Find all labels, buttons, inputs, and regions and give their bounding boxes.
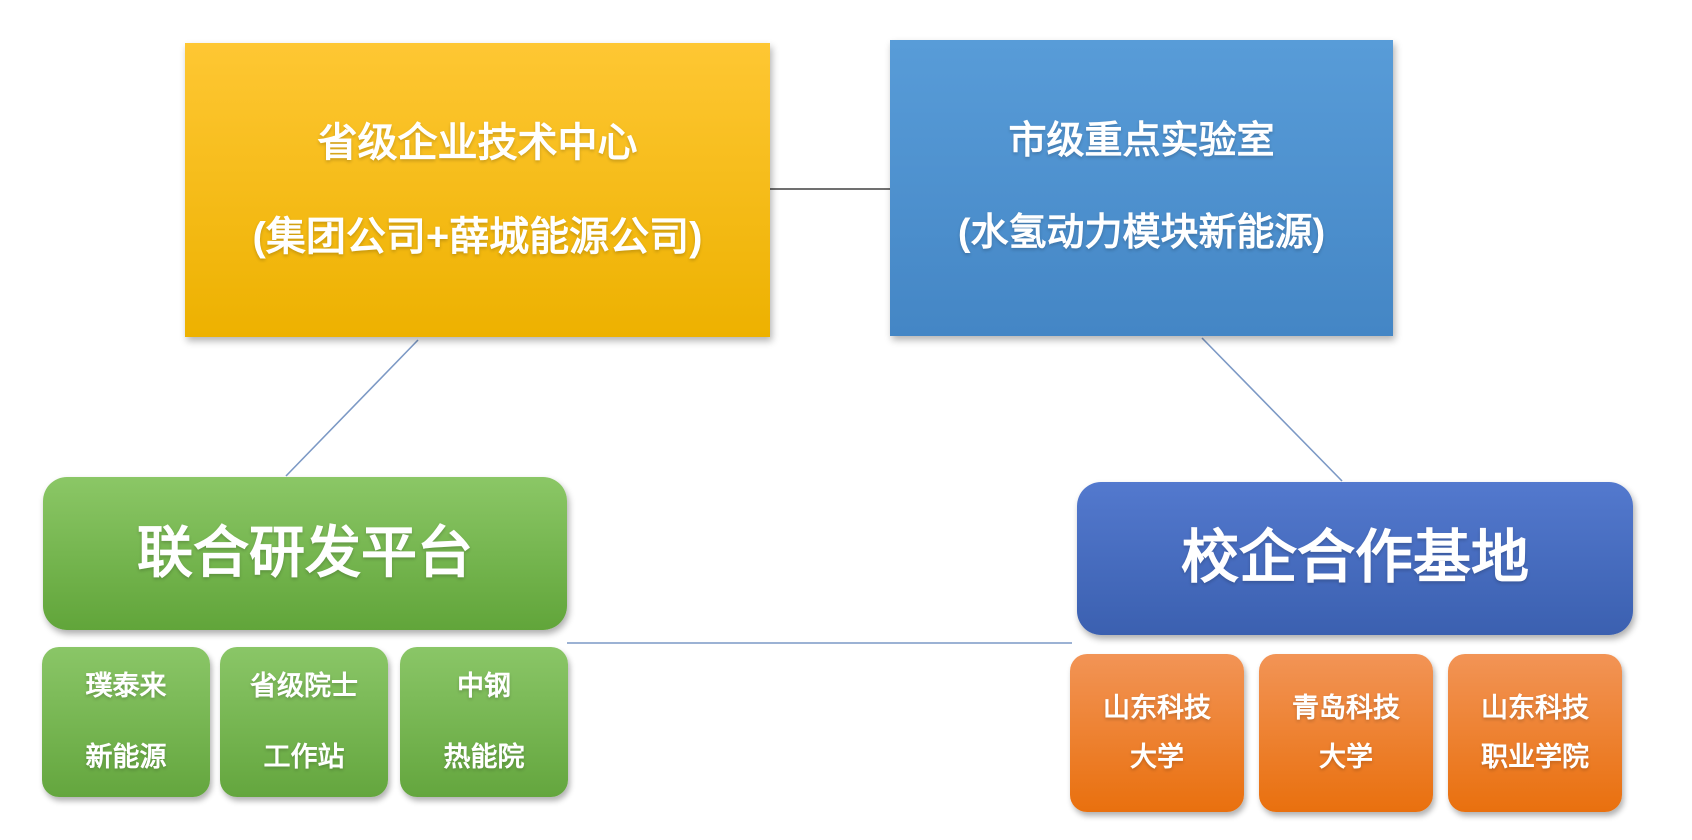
node-shandong-univ-sci-tech: 山东科技 大学 — [1070, 654, 1244, 812]
node-qingdao-univ-sci-tech: 青岛科技 大学 — [1259, 654, 1433, 812]
node-school-enterprise-base: 校企合作基地 — [1077, 482, 1633, 635]
node-sinosteel-thermal-institute: 中钢 热能院 — [400, 647, 568, 797]
node-city-key-lab: 市级重点实验室 (水氢动力模块新能源) — [890, 40, 1393, 336]
connector-tech-center-to-rd-platform — [285, 339, 419, 477]
member-name-line2: 大学 — [1319, 741, 1373, 772]
city-key-lab-subtitle: (水氢动力模块新能源) — [957, 212, 1326, 254]
node-putailai-new-energy: 璞泰来 新能源 — [42, 647, 210, 797]
member-name-line1: 省级院士 — [250, 671, 358, 702]
member-name-line2: 职业学院 — [1481, 741, 1589, 772]
node-joint-rd-platform: 联合研发平台 — [43, 477, 567, 630]
school-enterprise-base-title: 校企合作基地 — [1180, 525, 1529, 591]
node-shandong-vocational-college: 山东科技 职业学院 — [1448, 654, 1622, 812]
node-academician-workstation: 省级院士 工作站 — [220, 647, 388, 797]
member-name-line1: 青岛科技 — [1292, 693, 1400, 724]
joint-rd-platform-title: 联合研发平台 — [137, 521, 473, 585]
member-name-line2: 工作站 — [263, 741, 345, 772]
city-key-lab-title: 市级重点实验室 — [1008, 120, 1275, 163]
member-name-line2: 新能源 — [85, 741, 167, 772]
member-name-line1: 山东科技 — [1103, 693, 1211, 724]
node-provincial-tech-center: 省级企业技术中心 (集团公司+薛城能源公司) — [185, 43, 770, 337]
member-name-line1: 璞泰来 — [85, 671, 167, 702]
member-name-line2: 大学 — [1130, 741, 1184, 772]
member-name-line2: 热能院 — [443, 741, 525, 772]
member-name-line1: 山东科技 — [1481, 693, 1589, 724]
provincial-tech-center-subtitle: (集团公司+薛城能源公司) — [252, 215, 703, 259]
provincial-tech-center-title: 省级企业技术中心 — [317, 121, 638, 165]
connector-key-lab-to-school-base — [1201, 337, 1343, 482]
member-name-line1: 中钢 — [457, 671, 511, 702]
